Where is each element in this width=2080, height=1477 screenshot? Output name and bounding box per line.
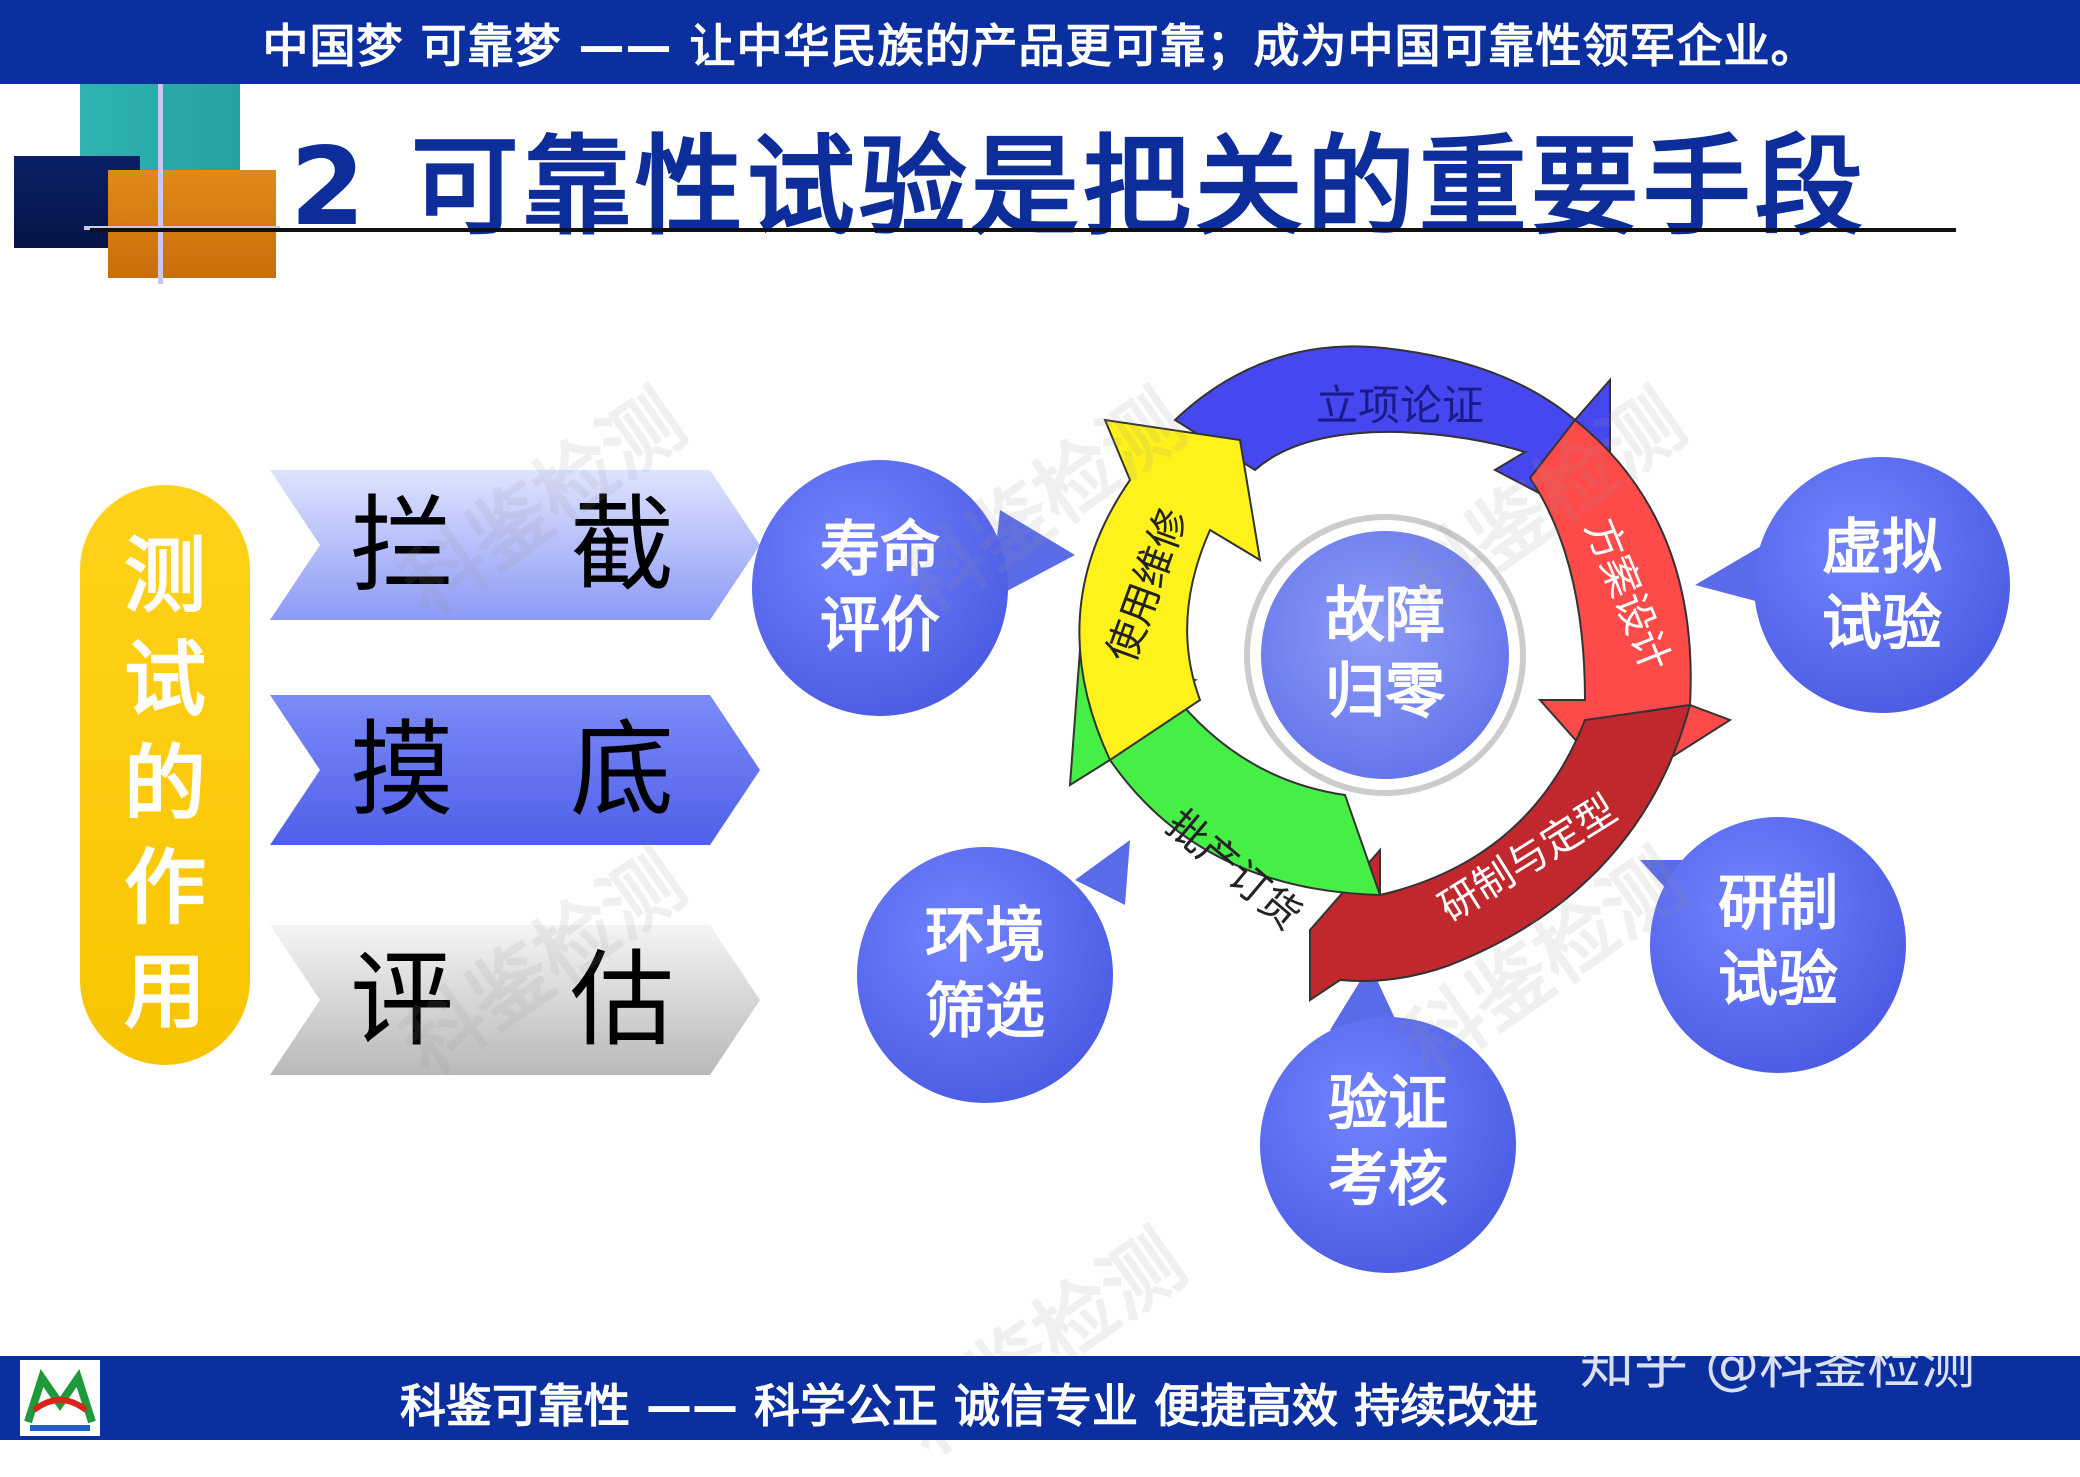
- bubble-verify: [1260, 1017, 1516, 1273]
- bubble-life-eval: [752, 460, 1008, 716]
- corner-decoration: [0, 84, 280, 284]
- function-pill: 测 试 的 作 用: [80, 485, 250, 1065]
- center-inner: [1261, 531, 1509, 779]
- lifecycle-diagram: 立项论证 方案设计 研制与定型 批产订货 使用维修: [752, 345, 2010, 1273]
- top-banner: 中国梦 可靠梦 —— 让中华民族的产品更可靠；成为中国可靠性领军企业。: [0, 0, 2080, 84]
- top-banner-text: 中国梦 可靠梦 —— 让中华民族的产品更可靠；成为中国可靠性领军企业。: [262, 19, 1818, 73]
- bubble-life-eval-text: 寿命 评价: [820, 515, 940, 661]
- callout-tail-env: [1075, 840, 1130, 905]
- chevron-baseline-char-2: 底: [570, 709, 675, 831]
- chevron-evaluate: 评 估: [270, 925, 760, 1075]
- bubble-dev-test-text: 研制 试验: [1718, 869, 1838, 1015]
- chevron-intercept-char-2: 截: [570, 484, 675, 606]
- chevron-intercept-char-1: 拦: [350, 484, 455, 606]
- chevron-baseline: 摸 底: [270, 695, 760, 845]
- segment-maintenance: [1078, 418, 1262, 762]
- segment-development: [1309, 703, 1692, 1002]
- title-underline: [90, 228, 1956, 232]
- company-logo-icon: [20, 1360, 100, 1436]
- center-label: 故障 归零: [1325, 581, 1445, 727]
- bottom-banner: 科鉴可靠性 —— 科学公正 诚信专业 便捷高效 持续改进: [0, 1356, 2080, 1440]
- footer-slogan: 科鉴可靠性 —— 科学公正 诚信专业 便捷高效 持续改进: [400, 1379, 1539, 1433]
- callout-tail-life: [990, 510, 1075, 600]
- bubble-virtual-test: [1754, 457, 2010, 713]
- segment-initiation-label: 立项论证: [1316, 381, 1484, 430]
- bubble-env-screen: [857, 847, 1113, 1103]
- chevron-evaluate-char-2: 估: [570, 939, 675, 1061]
- bubble-verify-text: 验证 考核: [1328, 1069, 1448, 1215]
- function-pill-label: 测 试 的 作 用: [123, 529, 206, 1040]
- bubble-virtual-test-text: 虚拟 试验: [1822, 513, 1942, 659]
- chevron-evaluate-char-1: 评: [350, 939, 455, 1061]
- platform-credit: 知乎 @科鉴检测: [1580, 1333, 1976, 1396]
- segment-design: [1528, 418, 1733, 792]
- bubble-env-screen-text: 环境 筛选: [925, 901, 1045, 1047]
- chevron-intercept: 拦 截: [270, 470, 760, 620]
- bubble-dev-test: [1650, 817, 1906, 1073]
- chevron-baseline-char-1: 摸: [350, 709, 455, 831]
